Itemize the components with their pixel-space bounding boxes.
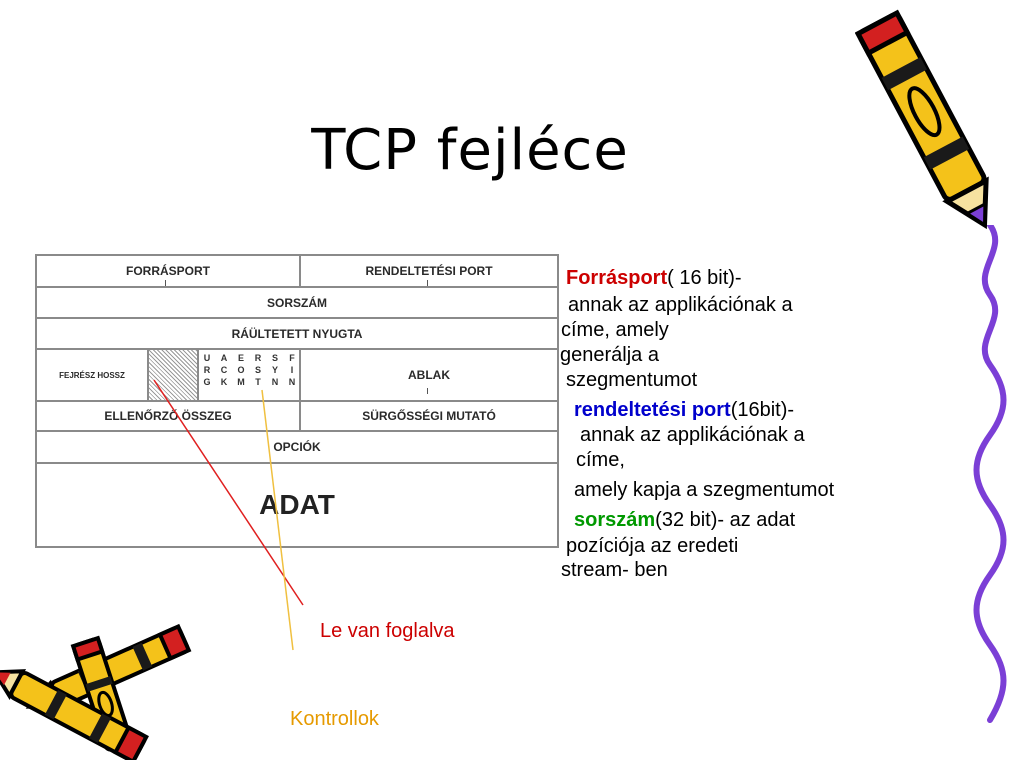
data-cell: ADAT: [259, 489, 335, 520]
row-data: ADAT: [37, 464, 557, 546]
desc-line: generálja a: [560, 344, 659, 366]
flag-syn: S Y N: [271, 353, 279, 387]
desc-line: szegmentumot: [566, 369, 698, 391]
controls-label: Kontrollok: [290, 708, 379, 730]
crayon-top-right-icon: [855, 9, 989, 230]
row-options: OPCIÓK: [37, 432, 557, 464]
row-checksum: ELLENŐRZŐ ÖSSZEG SÜRGŐSSÉGI MUTATÓ: [37, 402, 557, 432]
options-cell: OPCIÓK: [273, 440, 321, 454]
tcp-header-diagram: FORRÁSPORT RENDELTETÉSI PORT SORSZÁM RÁÜ…: [35, 254, 559, 548]
crayons-bottom-left-icon: [0, 623, 192, 760]
reserved-bits-cell: [147, 350, 197, 400]
desc-source-port-bits: ( 16 bit)-: [667, 267, 742, 289]
desc-line: annak az applikációnak a: [568, 294, 793, 316]
checksum-cell: ELLENŐRZŐ ÖSSZEG: [104, 409, 232, 423]
reserved-pointer-line: [153, 379, 304, 606]
desc-line: címe, amely: [561, 319, 669, 341]
flags-cell: U R G A C K E O M R S T S Y N F I N: [197, 350, 299, 400]
desc-sequence-bits: (32 bit)- az adat: [655, 509, 796, 531]
row-ports: FORRÁSPORT RENDELTETÉSI PORT: [37, 256, 557, 288]
destination-port-cell: RENDELTETÉSI PORT: [299, 256, 557, 286]
desc-sequence: sorszám(32 bit)- az adat: [574, 508, 795, 532]
row-ack: RÁÜLTETETT NYUGTA: [37, 319, 557, 350]
urgent-pointer-cell: SÜRGŐSSÉGI MUTATÓ: [299, 402, 557, 430]
row-sequence: SORSZÁM: [37, 288, 557, 319]
row-flags: FEJRÉSZ HOSSZ U R G A C K E O M R S T S …: [37, 350, 557, 402]
ack-number-cell: RÁÜLTETETT NYUGTA: [231, 326, 363, 341]
desc-line: pozíciója az eredeti: [566, 535, 739, 557]
flag-fin: F I N: [288, 353, 296, 387]
flag-eom: E O M: [237, 353, 245, 387]
desc-line: amely kapja a szegmentumot: [574, 479, 835, 501]
desc-line: annak az applikációnak a: [580, 424, 805, 446]
desc-line: címe,: [576, 449, 625, 471]
desc-destination-port: rendeltetési port(16bit)-: [574, 398, 794, 422]
controls-pointer-line: [261, 389, 294, 651]
header-length-cell: FEJRÉSZ HOSSZ: [59, 370, 125, 380]
slide-title: TCP fejléce: [311, 118, 629, 183]
desc-source-port: Forrásport( 16 bit)-: [566, 266, 742, 290]
sequence-number-cell: SORSZÁM: [267, 295, 327, 310]
term-sequence-number: sorszám: [574, 509, 656, 531]
desc-destination-port-bits: (16bit)-: [730, 399, 795, 421]
source-port-cell: FORRÁSPORT: [126, 264, 210, 278]
flag-urg: U R G: [203, 353, 211, 387]
window-cell: ABLAK: [299, 350, 557, 400]
reserved-label: Le van foglalva: [320, 620, 455, 642]
desc-line: stream- ben: [561, 559, 668, 581]
term-source-port: Forrásport: [566, 267, 668, 289]
flag-ack: A C K: [220, 353, 228, 387]
term-destination-port: rendeltetési port: [574, 399, 731, 421]
wavy-line-decoration: [973, 225, 1007, 723]
flag-rst: R S T: [254, 353, 262, 387]
